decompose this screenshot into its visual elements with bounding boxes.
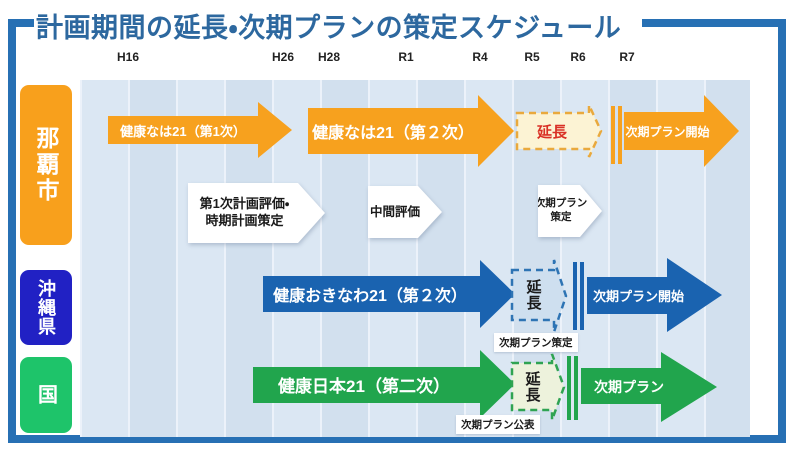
dashed-arrow-icon: [515, 104, 603, 158]
extension-arrow-japan: 延長: [510, 352, 566, 422]
gap-bar-icon: [567, 356, 571, 420]
milestone-naha-eval: 第1次計画評価・ 時期計画策定: [188, 183, 325, 243]
frame-bottom-bar: [8, 435, 786, 443]
milestone-naha-mid-eval: 中間評価: [368, 186, 442, 238]
dashed-arrow-icon: [510, 259, 568, 333]
gap-bar-icon: [573, 262, 577, 330]
year-label-r1: R1: [398, 50, 414, 64]
milestone-eval-line1: 第1次計画評価・: [199, 196, 290, 212]
year-label-h16: H16: [116, 50, 140, 64]
year-label-r5: R5: [524, 50, 540, 64]
row-label-japan: 国: [20, 357, 72, 433]
row-label-naha: 那覇市: [20, 85, 72, 245]
dashed-arrow-icon: [510, 353, 566, 421]
note-okinawa-next-plan-making: 次期プラン策定: [494, 333, 578, 352]
frame-left-bar: [8, 19, 16, 443]
year-label-r6: R6: [570, 50, 586, 64]
frame-top-left-stub: [8, 19, 34, 27]
row-label-okinawa: 沖縄県: [20, 270, 72, 345]
year-label-h28: H28: [317, 50, 341, 64]
milestone-making-line2: 策定: [550, 211, 572, 223]
gap-bar-icon: [574, 356, 578, 420]
year-label-r7: R7: [619, 50, 635, 64]
extension-label-okinawa: 延長: [524, 279, 542, 311]
extension-label-naha: 延長: [536, 123, 567, 141]
extension-label-japan: 延長: [523, 370, 541, 403]
page-title: 計画期間の延長・次期プランの策定スケジュール: [36, 13, 622, 43]
gap-bar-icon: [580, 262, 584, 330]
note-japan-next-plan-announce: 次期プラン公表: [456, 415, 540, 434]
frame-top-right-bar: [642, 19, 786, 27]
extension-arrow-naha: 延長: [515, 103, 603, 159]
gap-bar-icon: [611, 106, 615, 164]
year-label-h26: H26: [271, 50, 295, 64]
milestone-mid-eval-label: 中間評価: [369, 204, 420, 219]
milestone-naha-next-plan-making: 次期プラン 策定: [538, 185, 602, 237]
frame-right-bar: [778, 19, 786, 443]
milestone-making-line1: 次期プラン: [534, 197, 588, 210]
year-label-r4: R4: [472, 50, 488, 64]
gap-bar-icon: [618, 106, 622, 164]
milestone-eval-line2: 時期計画策定: [205, 213, 284, 228]
extension-arrow-okinawa: 延長: [510, 258, 568, 334]
